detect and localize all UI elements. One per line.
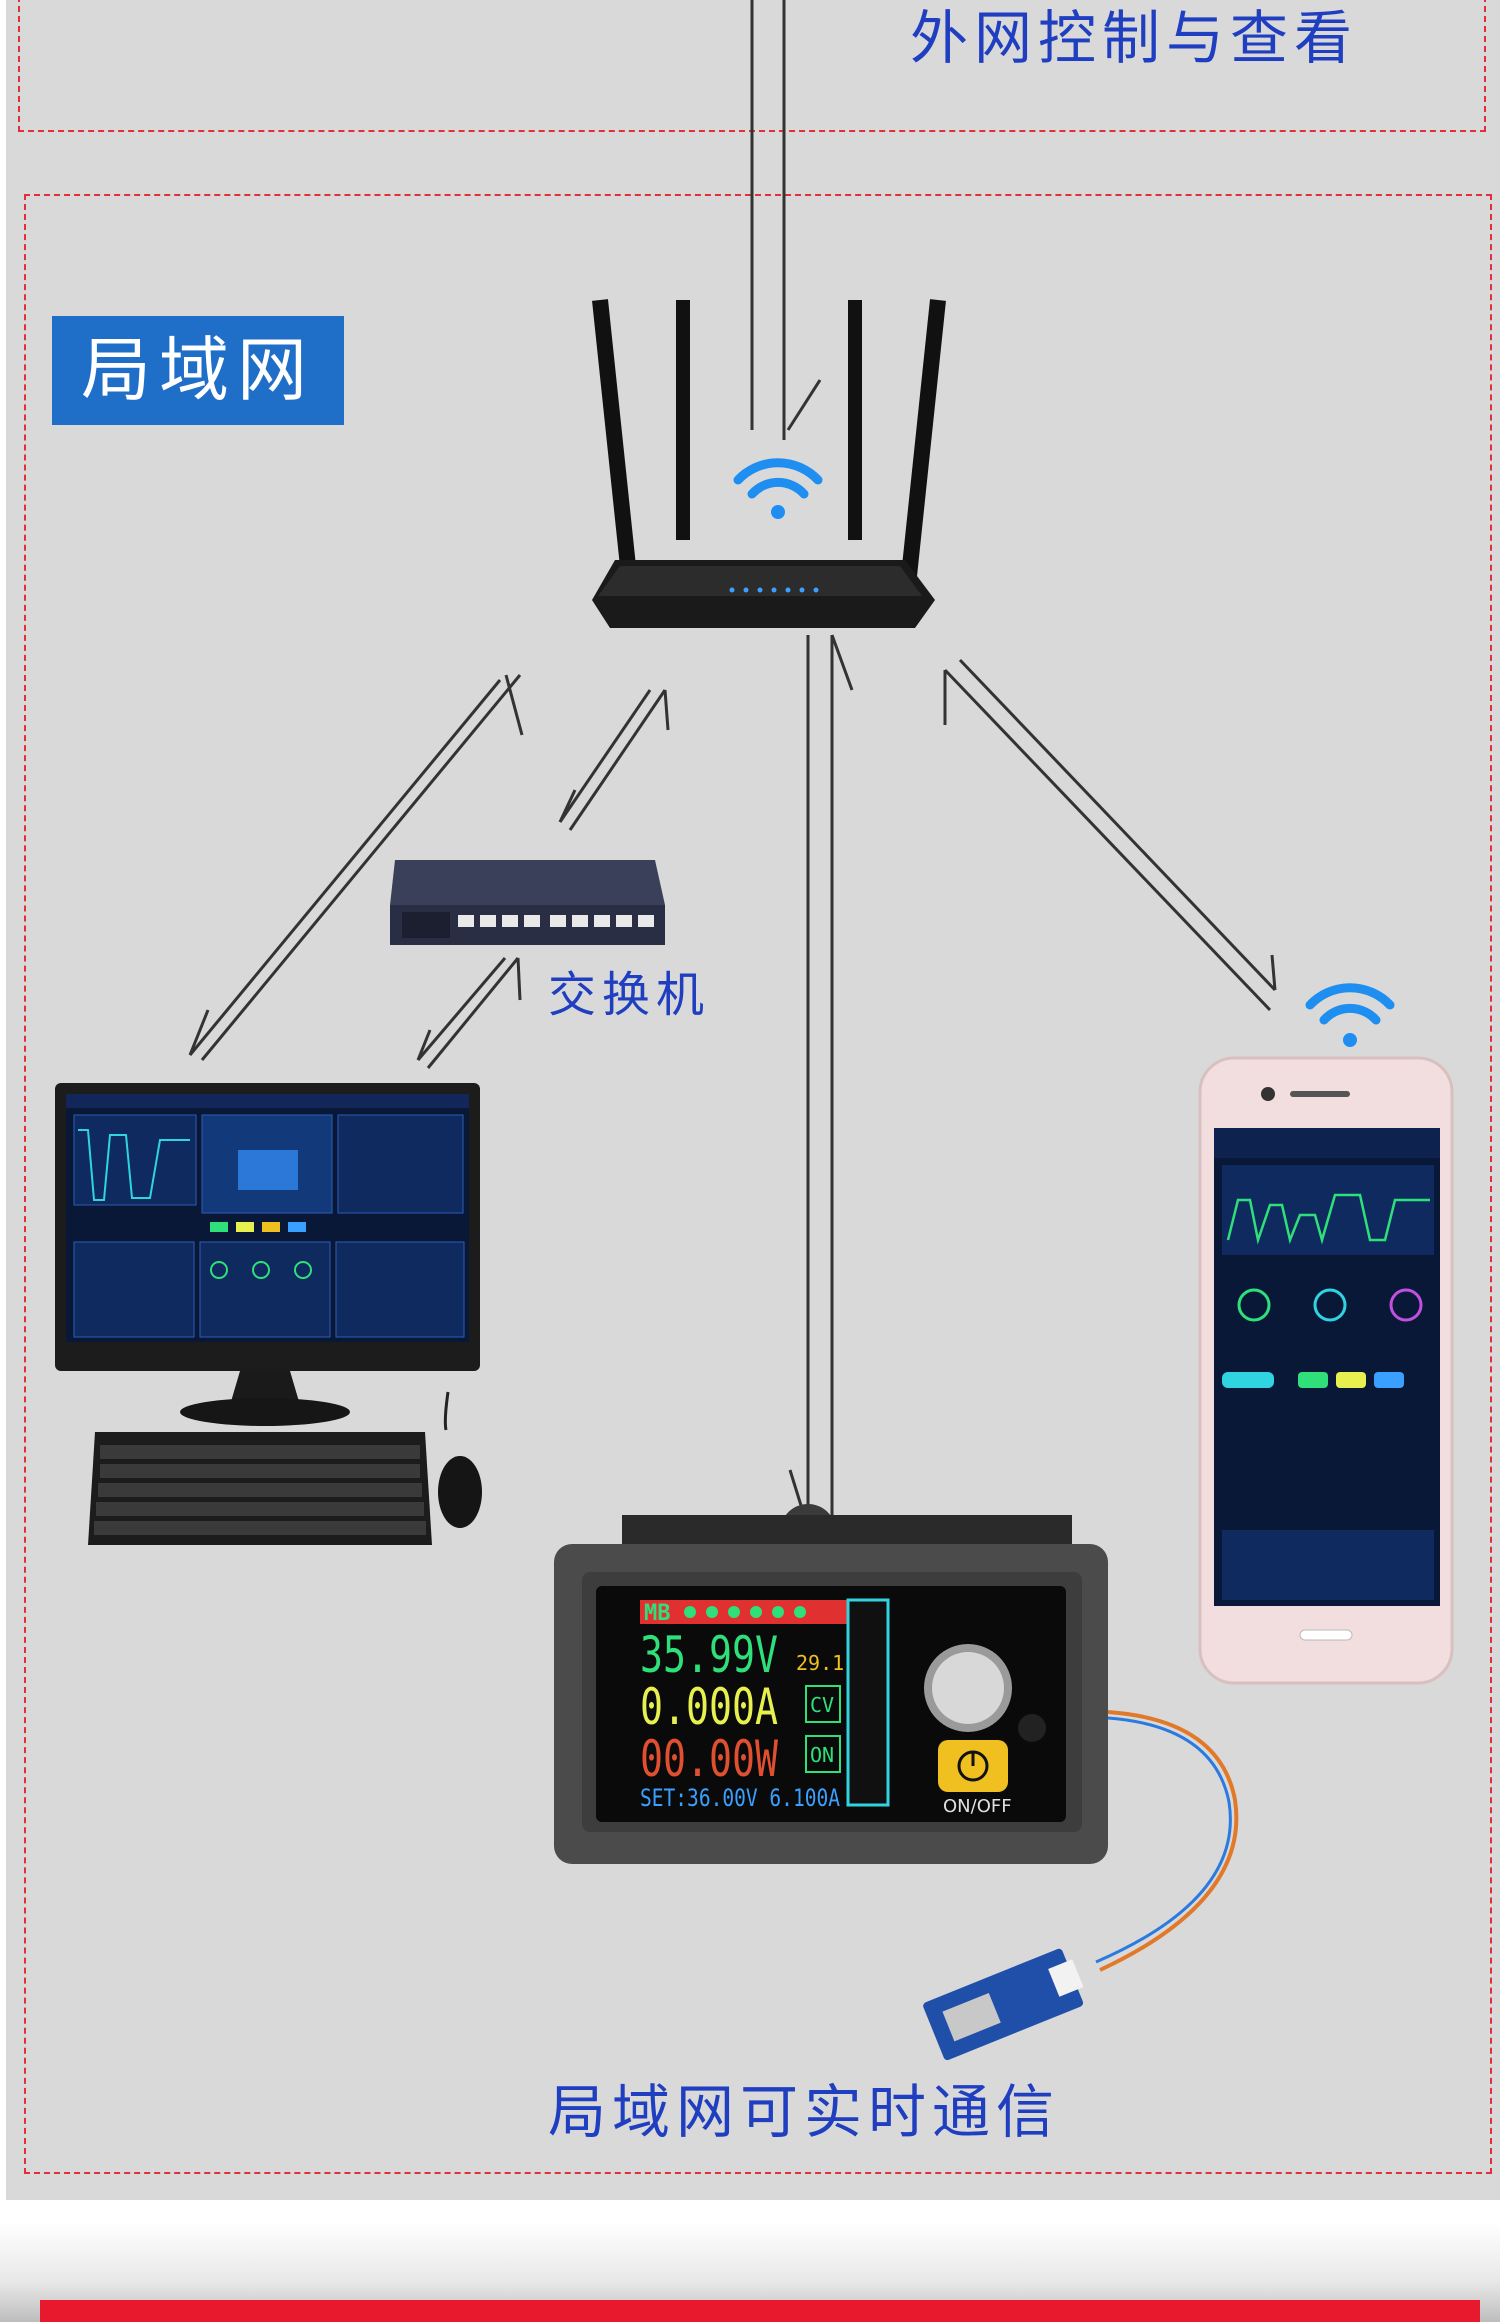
network-switch xyxy=(390,860,665,945)
router-power-supply-link xyxy=(790,635,852,1528)
lcd-badge: MB xyxy=(644,1601,671,1626)
lcd-mode: CV xyxy=(810,1693,834,1717)
lcd-current: 0.000A xyxy=(640,1678,778,1736)
desktop-monitor xyxy=(55,1083,480,1426)
lcd-temperature: 29.1 xyxy=(796,1651,844,1675)
router-wifi-icon xyxy=(738,463,818,519)
lan-badge: 局域网 xyxy=(52,316,344,425)
uplink-arrow xyxy=(788,380,820,430)
phone-wifi-icon xyxy=(1310,988,1390,1047)
router-switch-link xyxy=(560,690,668,830)
computer-mouse xyxy=(438,1392,482,1528)
uplink-cable xyxy=(752,0,784,440)
lan-realtime-caption: 局域网可实时通信 xyxy=(548,2076,1060,2148)
keyboard xyxy=(88,1432,432,1545)
lcd-output-state: ON xyxy=(810,1743,834,1767)
switch-pc-link xyxy=(418,958,520,1068)
external-control-caption: 外网控制与查看 xyxy=(910,2,1358,74)
wifi-module xyxy=(922,1945,1090,2061)
power-button-label: ON/OFF xyxy=(943,1796,1012,1817)
switch-label: 交换机 xyxy=(548,965,710,1025)
lcd-power: 00.00W xyxy=(640,1730,779,1788)
smartphone xyxy=(1200,1058,1452,1683)
router-phone-link xyxy=(945,660,1275,1010)
lcd-setpoints: SET:36.00V 6.100A xyxy=(640,1784,840,1812)
lcd-voltage: 35.99V xyxy=(640,1626,778,1684)
